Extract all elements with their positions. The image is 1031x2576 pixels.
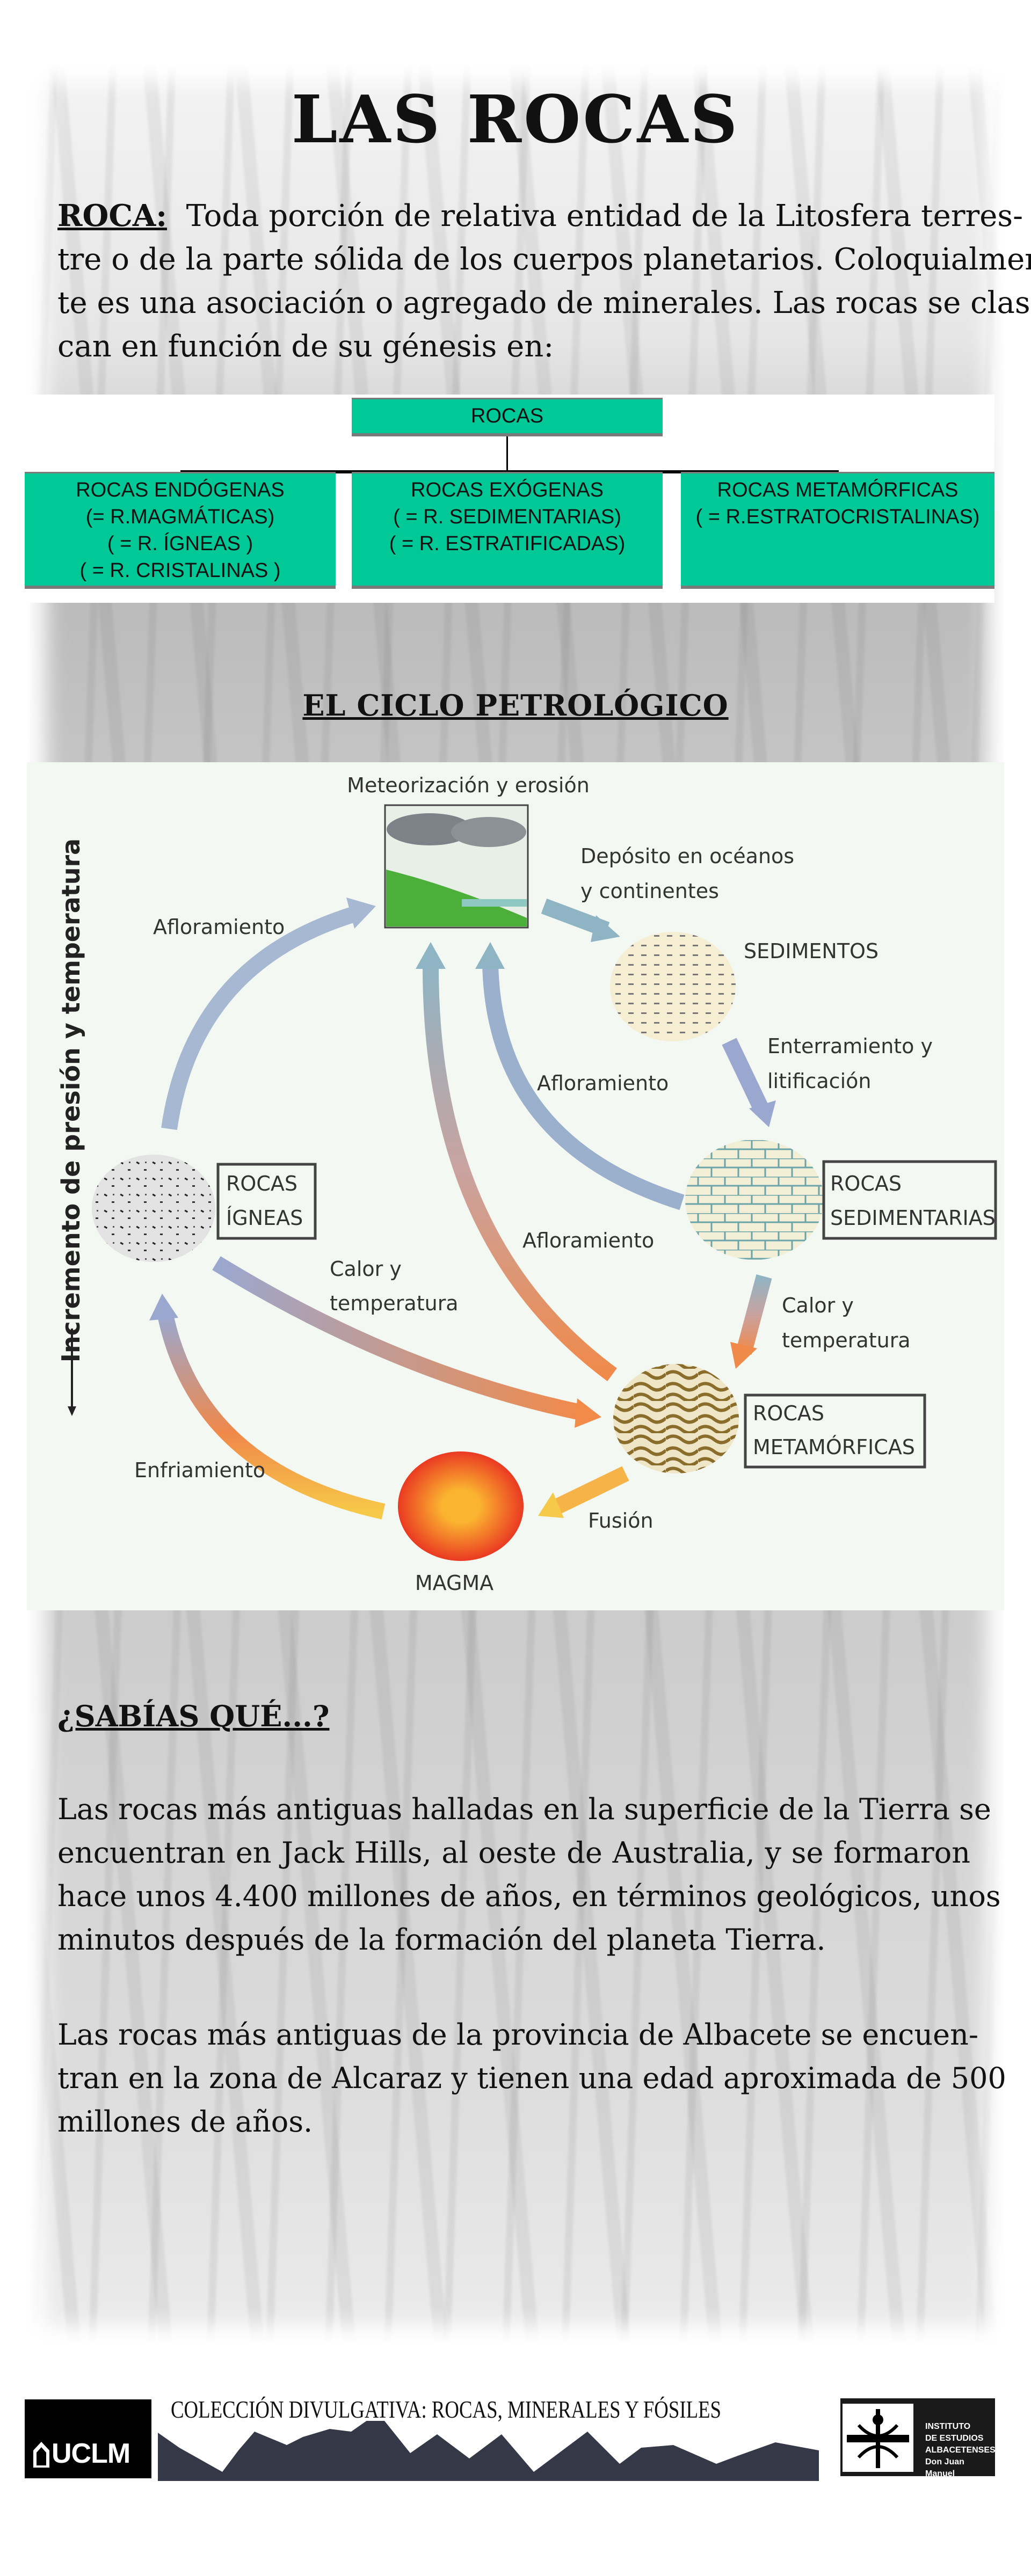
label-magma: MAGMA xyxy=(415,1571,493,1595)
arrowhead xyxy=(416,942,446,969)
metamorphic-rock-illustration xyxy=(613,1364,739,1473)
intro-definition: ROCA: Toda porción de relativa entidad d… xyxy=(57,194,1031,368)
arrow-sediments-to-sedimentary xyxy=(722,1038,770,1115)
label-weathering: Meteorización y erosión xyxy=(347,773,590,797)
paragraph-line: encuentran en Jack Hills, al oeste de Au… xyxy=(57,1836,970,1870)
label-deposit: y continentes xyxy=(580,879,719,903)
weathering-illustration xyxy=(384,804,529,929)
arrow-sedimentary-uplift xyxy=(482,963,685,1210)
arrow-metamorphic-to-magma xyxy=(552,1466,629,1515)
label-deposit: Depósito en océanos xyxy=(580,844,794,868)
connector-line xyxy=(506,436,508,472)
arrow-metamorphic-uplift xyxy=(422,963,617,1382)
uclm-logo: UCLM xyxy=(25,2399,151,2478)
did-you-know-paragraph-1: Las rocas más antiguas halladas en la su… xyxy=(57,1787,1001,1961)
axis-arrowhead-icon xyxy=(68,1406,76,1416)
iea-emblem xyxy=(843,2404,913,2472)
paragraph-line: Las rocas más antiguas de la provincia d… xyxy=(57,2018,979,2052)
arrow-igneous-to-metamorphic xyxy=(212,1256,585,1421)
magma-illustration xyxy=(398,1451,524,1561)
arrow-magma-to-igneous xyxy=(157,1313,386,1520)
igneous-label-box xyxy=(216,1163,317,1240)
rock-classification-chart: ROCAS ROCAS ENDÓGENAS (= R.MAGMÁTICAS) (… xyxy=(25,395,994,603)
mountain-silhouette xyxy=(158,2421,819,2481)
axis-label-pressure-temperature: Incremento de presión y temperatura xyxy=(56,838,85,1362)
arrowhead xyxy=(591,915,620,942)
label-heat-igneous: Calor y xyxy=(330,1257,402,1281)
intro-line: tre o de la parte sólida de los cuerpos … xyxy=(57,242,1031,277)
igneous-rock-illustration xyxy=(92,1155,215,1262)
cycle-arrows xyxy=(149,897,776,1520)
label-cooling: Enfriamiento xyxy=(134,1458,265,1482)
sedimentary-label-box xyxy=(822,1160,997,1240)
org-box-metamorficas: ROCAS METAMÓRFICAS ( = R.ESTRATOCRISTALI… xyxy=(681,472,994,589)
arrowhead xyxy=(475,942,505,969)
page-title: LAS ROCAS xyxy=(291,81,740,158)
cross-emblem-icon xyxy=(847,2409,909,2468)
arrowhead xyxy=(538,1492,564,1518)
label-igneous: ÍGNEAS xyxy=(226,1206,303,1230)
sediments-illustration xyxy=(610,932,736,1041)
arrowhead xyxy=(346,897,376,929)
did-you-know-paragraph-2: Las rocas más antiguas de la provincia d… xyxy=(57,2013,1006,2143)
arrowhead xyxy=(149,1294,178,1320)
arrowhead xyxy=(575,1398,601,1428)
arrowhead xyxy=(730,1342,757,1369)
intro-line: can en función de su génesis en: xyxy=(57,329,554,364)
label-uplift-igneous: Afloramiento xyxy=(153,915,285,939)
label-sediments: SEDIMENTOS xyxy=(744,939,878,963)
label-uplift-sedimentary: Afloramiento xyxy=(537,1071,669,1095)
org-root-box: ROCAS xyxy=(352,398,663,436)
arrowhead xyxy=(749,1100,776,1127)
uclm-emblem-icon xyxy=(33,2442,49,2468)
label-melting: Fusión xyxy=(588,1509,654,1533)
label-uplift-metamorphic: Afloramiento xyxy=(522,1229,654,1252)
label-heat-sedimentary: Calor y xyxy=(782,1294,854,1317)
paragraph-line: millones de años. xyxy=(57,2105,313,2139)
definition-term: ROCA: xyxy=(57,198,168,233)
label-metamorphic: ROCAS xyxy=(753,1402,824,1425)
label-heat-sedimentary: temperatura xyxy=(782,1329,911,1352)
label-sedimentary: ROCAS xyxy=(830,1172,902,1195)
paragraph-line: tran en la zona de Alcaraz y tienen una … xyxy=(57,2061,1006,2095)
did-you-know-heading: ¿SABÍAS QUÉ...? xyxy=(57,1699,330,1733)
label-sedimentary: SEDIMENTARIAS xyxy=(830,1206,996,1230)
iea-logo: INSTITUTO DE ESTUDIOS ALBACETENSES Don J… xyxy=(840,2398,996,2478)
label-burial: Enterramiento y xyxy=(767,1034,933,1058)
label-metamorphic: METAMÓRFICAS xyxy=(753,1435,915,1459)
org-box-endogenas: ROCAS ENDÓGENAS (= R.MAGMÁTICAS) ( = R. … xyxy=(25,472,336,589)
arrow-sedimentary-to-metamorphic xyxy=(736,1274,772,1355)
sedimentary-rock-illustration xyxy=(685,1140,824,1260)
intro-line: Toda porción de relativa entidad de la L… xyxy=(186,199,1023,233)
rock-cycle-diagram: Meteorización y erosión SEDIMENTOS ROCAS… xyxy=(27,762,1004,1610)
label-heat-igneous: temperatura xyxy=(330,1291,459,1315)
paragraph-line: Las rocas más antiguas halladas en la su… xyxy=(57,1792,991,1826)
label-igneous: ROCAS xyxy=(226,1172,297,1195)
org-box-exogenas: ROCAS EXÓGENAS ( = R. SEDIMENTARIAS) ( =… xyxy=(352,472,663,589)
metamorphic-label-box xyxy=(744,1393,926,1469)
intro-line: te es una asociación o agregado de miner… xyxy=(57,286,1031,320)
paragraph-line: hace unos 4.400 millones de años, en tér… xyxy=(57,1879,1001,1913)
paragraph-line: minutos después de la formación del plan… xyxy=(57,1923,826,1957)
collection-title: COLECCIÓN DIVULGATIVA: ROCAS, MINERALES … xyxy=(171,2396,721,2423)
label-burial: litificación xyxy=(767,1069,871,1093)
cycle-heading: EL CICLO PETROLÓGICO xyxy=(302,688,729,723)
arrow-igneous-to-weathering xyxy=(161,904,362,1130)
